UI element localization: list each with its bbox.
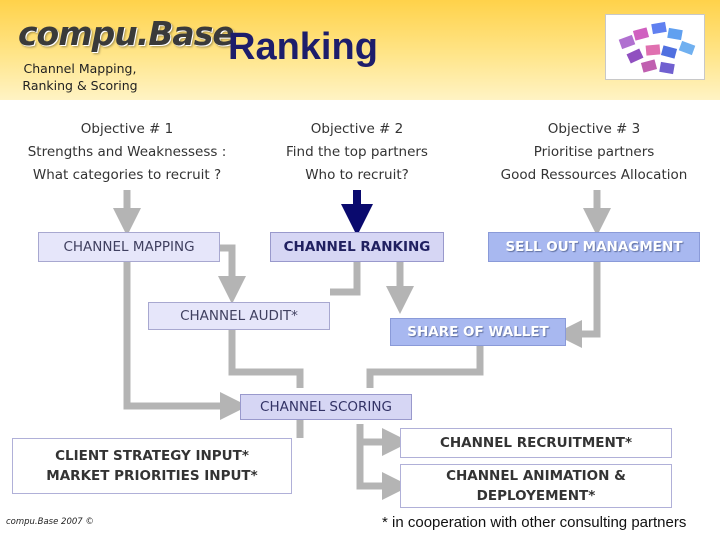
connector-scoring-recruitment bbox=[356, 424, 410, 456]
compubase-logo: compu.Base bbox=[18, 14, 235, 53]
page-title: Ranking bbox=[228, 26, 378, 68]
animation-line-1: CHANNEL ANIMATION & bbox=[446, 468, 626, 484]
channel-audit-box: CHANNEL AUDIT* bbox=[148, 302, 330, 330]
animation-line-2: DEPLOYEMENT* bbox=[476, 488, 596, 504]
input-line-1: CLIENT STRATEGY INPUT* bbox=[55, 448, 249, 464]
objective-3-line-1: Prioritise partners bbox=[533, 144, 655, 160]
objective-3-heading: Objective # 3 bbox=[547, 121, 641, 137]
subtitle-line-2: Ranking & Scoring bbox=[22, 78, 138, 93]
connector-audit-scoring bbox=[228, 330, 304, 388]
objective-3-line-2: Good Ressources Allocation bbox=[500, 167, 688, 183]
connector-mapping-scoring bbox=[123, 262, 248, 420]
objective-2: Objective # 2 Find the top partners Who … bbox=[242, 118, 472, 190]
objective-2-heading: Objective # 2 bbox=[310, 121, 404, 137]
objective-2-line-2: Who to recruit? bbox=[305, 167, 409, 183]
channel-scoring-box: CHANNEL SCORING bbox=[240, 394, 412, 420]
channel-ranking-box: CHANNEL RANKING bbox=[270, 232, 444, 262]
footnote: * in cooperation with other consulting p… bbox=[382, 514, 687, 531]
puzzle-pieces-image bbox=[605, 14, 705, 80]
objective-1-line-2: What categories to recruit ? bbox=[32, 167, 222, 183]
connector-wallet-scoring bbox=[366, 346, 484, 388]
objective-3: Objective # 3 Prioritise partners Good R… bbox=[479, 118, 709, 190]
connector-scoring-animation bbox=[356, 442, 410, 500]
share-of-wallet-box: SHARE OF WALLET bbox=[390, 318, 566, 346]
header-band bbox=[0, 0, 720, 100]
connector-ranking-audit bbox=[330, 262, 361, 296]
connector-sellout-wallet bbox=[554, 262, 601, 348]
channel-animation-box: CHANNEL ANIMATION & DEPLOYEMENT* bbox=[400, 464, 672, 508]
puzzle-icon bbox=[618, 21, 696, 75]
connector-mapping-audit bbox=[218, 244, 246, 304]
objective-1: Objective # 1 Strengths and Weaknessess … bbox=[12, 118, 242, 190]
copyright-footer: compu.Base 2007 © bbox=[6, 517, 94, 527]
subtitle: Channel Mapping, Ranking & Scoring bbox=[14, 60, 146, 94]
channel-mapping-box: CHANNEL MAPPING bbox=[38, 232, 220, 262]
objective-2-line-1: Find the top partners bbox=[286, 144, 428, 160]
channel-recruitment-box: CHANNEL RECRUITMENT* bbox=[400, 428, 672, 458]
client-strategy-input-box: CLIENT STRATEGY INPUT* MARKET PRIORITIES… bbox=[12, 438, 292, 494]
subtitle-line-1: Channel Mapping, bbox=[23, 61, 137, 76]
objective-1-heading: Objective # 1 bbox=[80, 121, 174, 137]
objective-1-line-1: Strengths and Weaknessess : bbox=[27, 144, 227, 160]
input-line-2: MARKET PRIORITIES INPUT* bbox=[46, 468, 258, 484]
sell-out-management-box: SELL OUT MANAGMENT bbox=[488, 232, 700, 262]
